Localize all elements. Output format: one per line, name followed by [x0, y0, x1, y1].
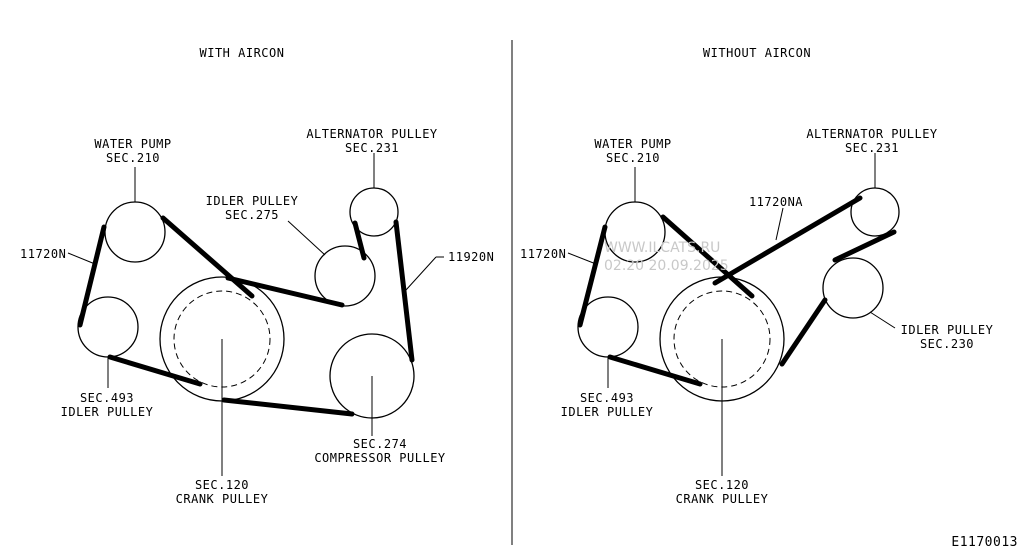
compressor-label: COMPRESSOR PULLEY: [314, 451, 446, 465]
leader-line: [567, 252, 597, 265]
idler-pulley-top: [314, 245, 376, 307]
belt-segment: [160, 215, 255, 299]
idler-bottom-sec: SEC.493: [80, 391, 134, 405]
water-pump-label: WATER PUMP: [94, 137, 171, 151]
watermark-line-2: 02.20 20.09.2025: [604, 258, 729, 274]
belt-right-code: 11920N: [448, 250, 494, 264]
alternator-sec: SEC.231: [345, 141, 399, 155]
idler-bottom-label: IDLER PULLEY: [561, 405, 654, 419]
idler-top-sec: SEC.275: [225, 208, 279, 222]
alternator-sec: SEC.231: [845, 141, 899, 155]
belt-left-code: 11720N: [520, 247, 566, 261]
belt-segment: [712, 195, 863, 286]
idler-pulley-right: [822, 257, 884, 319]
idler-right-sec: SEC.230: [920, 337, 974, 351]
water-pump-sec: SEC.210: [106, 151, 160, 165]
water-pump-pulley: [104, 201, 166, 263]
belt-left-code: 11720N: [20, 247, 66, 261]
compressor-sec: SEC.274: [353, 437, 407, 451]
figure-id: E1170013: [951, 535, 1018, 550]
belt-segment: [393, 219, 415, 363]
idler-bottom-sec: SEC.493: [580, 391, 634, 405]
leader-line: [287, 220, 326, 256]
crank-sec: SEC.120: [195, 478, 249, 492]
belt-segment: [779, 297, 828, 367]
watermark-line-1: WWW.ILCATS.RU: [604, 240, 720, 256]
belt-segment: [221, 397, 355, 417]
idler-pulley-bottom: [77, 296, 139, 358]
idler-bottom-label: IDLER PULLEY: [61, 405, 154, 419]
alternator-pulley: [850, 187, 900, 237]
crank-sec: SEC.120: [695, 478, 749, 492]
idler-pulley-bottom: [577, 296, 639, 358]
belt-segment: [607, 354, 703, 387]
panel-title: WITH AIRCON: [200, 46, 285, 60]
belt-segment: [660, 214, 755, 299]
belt-segment: [832, 229, 897, 263]
leader-line: [869, 311, 896, 329]
alternator-pulley: [349, 187, 399, 237]
leader-line: [67, 252, 96, 265]
water-pump-sec: SEC.210: [606, 151, 660, 165]
water-pump-label: WATER PUMP: [594, 137, 671, 151]
alternator-label: ALTERNATOR PULLEY: [806, 127, 938, 141]
panel-title: WITHOUT AIRCON: [703, 46, 811, 60]
idler-top-label: IDLER PULLEY: [206, 194, 299, 208]
crank-label: CRANK PULLEY: [676, 492, 769, 506]
idler-right-label: IDLER PULLEY: [901, 323, 994, 337]
crank-label: CRANK PULLEY: [176, 492, 269, 506]
belt-top-code: 11720NA: [749, 195, 803, 209]
leader-line: [405, 256, 437, 291]
panel-with-aircon: WITH AIRCON WATER PUMP SEC.210 ALTERNATO…: [20, 46, 494, 506]
alternator-label: ALTERNATOR PULLEY: [306, 127, 438, 141]
leader-line: [775, 207, 784, 241]
belt-segment: [107, 354, 203, 387]
panel-without-aircon: WITHOUT AIRCON WATER PUMP SEC.210 ALTERN…: [520, 46, 994, 506]
